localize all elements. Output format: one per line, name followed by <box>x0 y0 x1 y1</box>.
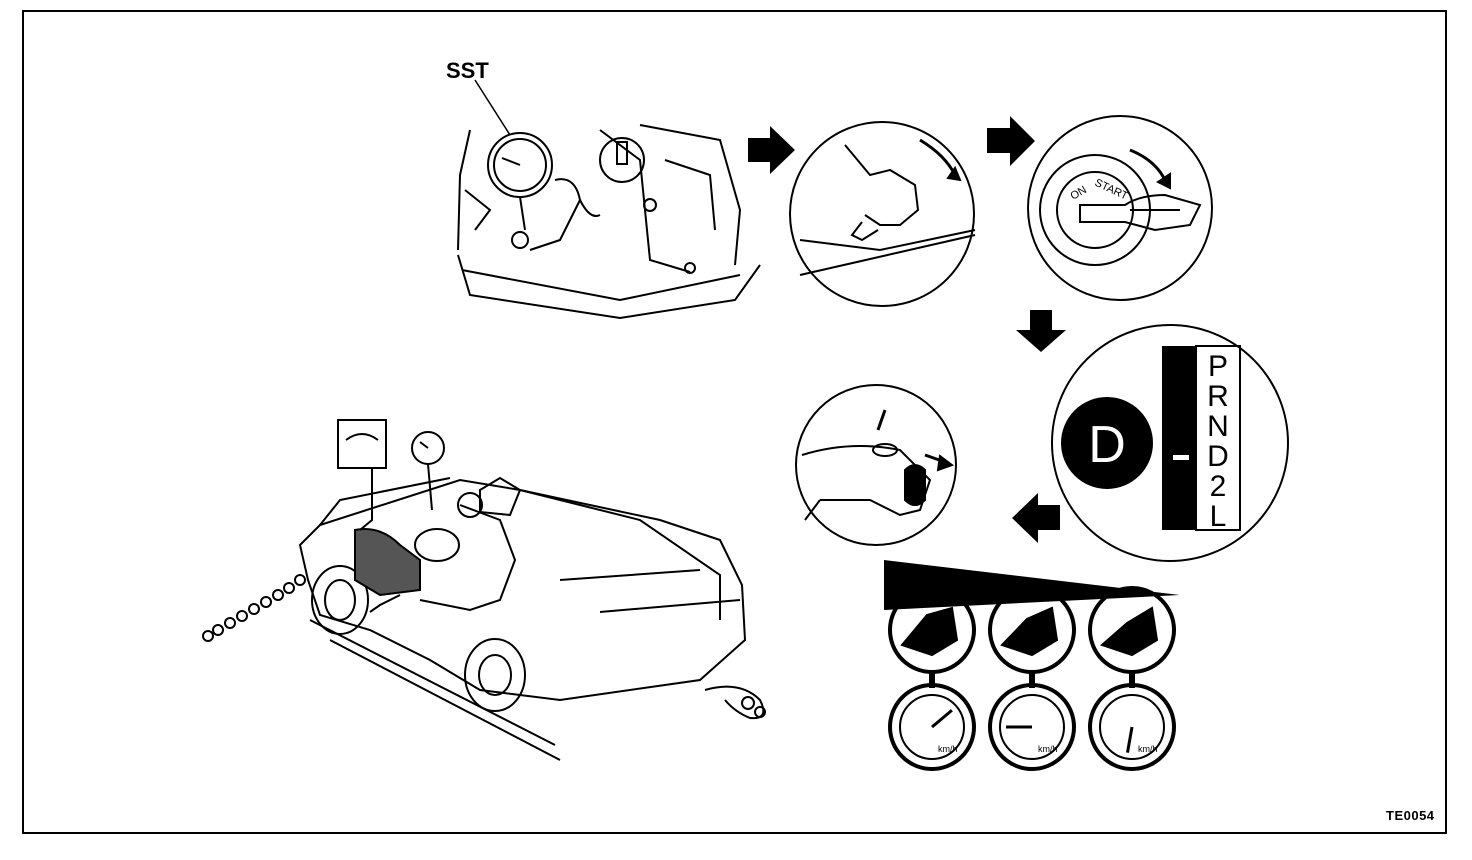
ignition-key-icon <box>1079 193 1202 232</box>
speed-unit-text: km/h <box>1138 744 1158 754</box>
detail-wedge <box>884 560 1180 610</box>
sst-label: SST <box>446 58 489 83</box>
parking-brake-circle <box>789 121 976 307</box>
brake-pedal-icon <box>1088 586 1176 674</box>
shift-position-n: N <box>1207 410 1229 443</box>
arrow-down-icon <box>1016 310 1066 352</box>
key-on-text: ON <box>1069 184 1089 203</box>
shift-indicator <box>1061 397 1153 489</box>
pressure-gauge-icon <box>411 431 445 511</box>
speedometer-icon: km/h <box>988 683 1076 771</box>
car-test-illustration <box>202 419 766 761</box>
speed-unit-text: km/h <box>938 744 958 754</box>
transmission-illustration <box>457 124 761 320</box>
arrow-left-icon <box>1012 493 1060 543</box>
tachometer-box <box>337 419 387 469</box>
shift-position-l: L <box>1210 500 1227 533</box>
pedal-speed-row: km/h km/h km/h <box>888 586 1176 771</box>
shift-gate <box>1162 346 1196 530</box>
speedometer-icon: km/h <box>1088 683 1176 771</box>
arrow-right-icon <box>748 126 795 174</box>
speed-unit-text: km/h <box>1038 744 1058 754</box>
accelerator-circle <box>795 384 957 546</box>
diagram-frame <box>22 10 1447 834</box>
accelerator-pedal-icon <box>904 464 926 506</box>
shift-position-r: R <box>1207 380 1229 413</box>
shift-position-d: D <box>1207 440 1229 473</box>
figure-code: TE0054 <box>1386 808 1435 823</box>
key-start-text: START <box>1093 177 1130 203</box>
shift-position-p: P <box>1208 350 1228 383</box>
speedometer-icon: km/h <box>888 683 976 771</box>
shift-position-2: 2 <box>1210 470 1227 503</box>
pressure-gauge-icon <box>487 132 553 231</box>
sst-leader-line <box>474 79 511 136</box>
arrow-right-icon <box>987 116 1035 166</box>
ignition-key-circle: ON START <box>1027 115 1213 301</box>
shift-selected-text: D <box>1088 416 1126 474</box>
